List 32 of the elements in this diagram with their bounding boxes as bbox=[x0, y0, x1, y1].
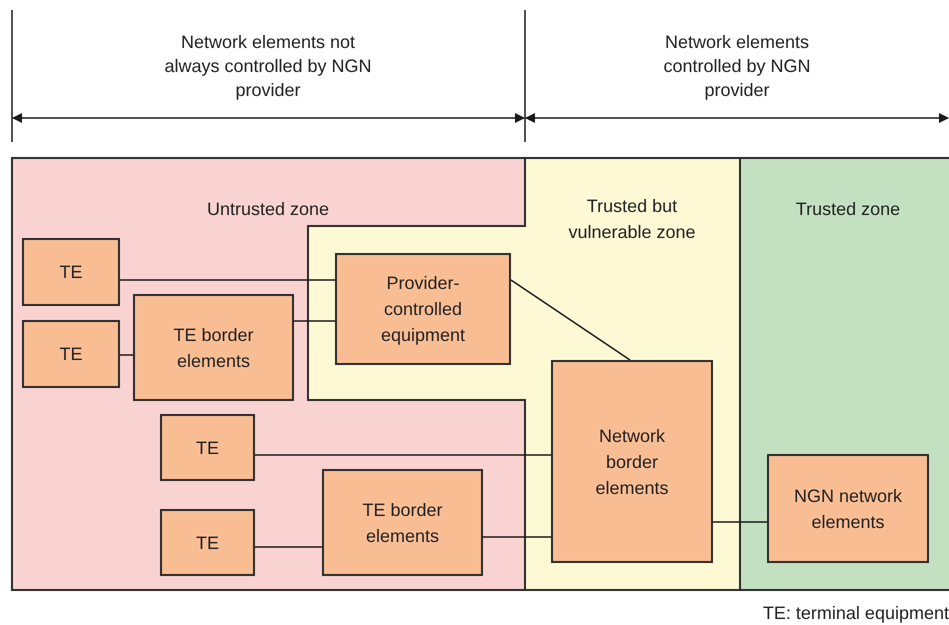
element-box bbox=[767, 454, 929, 563]
box-label: Network border elements bbox=[594, 424, 670, 500]
connector-line bbox=[255, 454, 551, 456]
element-box bbox=[160, 414, 255, 481]
box-label: TE border elements bbox=[361, 498, 444, 548]
element-box bbox=[160, 509, 255, 576]
connector-line bbox=[483, 536, 551, 538]
element-box bbox=[322, 469, 483, 576]
note-text: TE: terminal equipment bbox=[762, 602, 949, 625]
zone-label: Trusted zone bbox=[794, 198, 902, 221]
box-label: TE bbox=[196, 532, 219, 554]
connector-line bbox=[713, 521, 767, 523]
box-label: TE bbox=[59, 343, 82, 366]
connector-line bbox=[120, 279, 335, 281]
dimension-label: Network elements not always controlled by NGN provider bbox=[163, 31, 373, 102]
box-label: TE bbox=[196, 436, 219, 460]
zone-label: Untrusted zone bbox=[206, 198, 330, 221]
box-label: TE bbox=[59, 261, 82, 284]
dimension-label: Network elements controlled by NGN provider bbox=[662, 31, 812, 102]
box-label: NGN network elements bbox=[793, 484, 903, 534]
element-box bbox=[551, 360, 713, 563]
element-box bbox=[133, 294, 294, 401]
box-label: Provider-controlled equipment bbox=[380, 272, 466, 347]
element-box bbox=[335, 253, 511, 365]
box-label: TE border elements bbox=[172, 324, 255, 372]
element-box bbox=[22, 238, 120, 306]
zone-label: Trusted but vulnerable zone bbox=[567, 195, 697, 244]
element-box bbox=[22, 320, 120, 388]
connector-line bbox=[120, 354, 133, 356]
connector-line bbox=[255, 546, 322, 548]
connector-line bbox=[294, 320, 335, 322]
connector-line bbox=[510, 279, 630, 361]
